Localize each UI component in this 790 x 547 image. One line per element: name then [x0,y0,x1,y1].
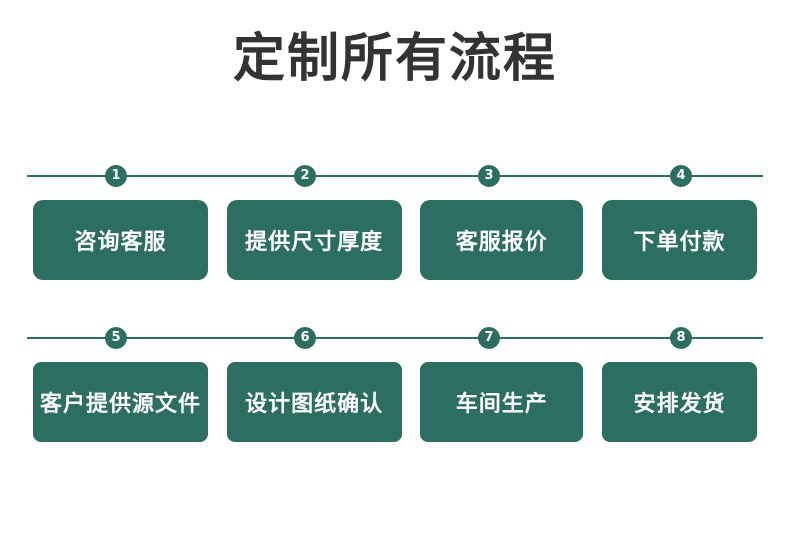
flow-step-card-4[interactable]: 下单付款 [601,200,757,280]
step-connector-row-2: 5 6 7 8 [27,322,763,354]
flow-step-card-5[interactable]: 客户提供源文件 [33,362,208,442]
step-number-badge-3: 3 [478,165,500,187]
flow-step-card-2[interactable]: 提供尺寸厚度 [226,200,402,280]
flow-step-card-7[interactable]: 车间生产 [420,362,584,442]
flow-card-group-1: 咨询客服 提供尺寸厚度 客服报价 下单付款 [0,200,790,280]
flow-step-card-8[interactable]: 安排发货 [601,362,757,442]
connector-line [27,337,763,339]
step-number-badge-6: 6 [294,327,316,349]
step-number-badge-2: 2 [294,165,316,187]
step-number-badge-4: 4 [670,165,692,187]
step-number-badge-8: 8 [670,327,692,349]
page-title: 定制所有流程 [232,29,557,89]
flow-step-card-3[interactable]: 客服报价 [420,200,584,280]
step-number-badge-7: 7 [478,327,500,349]
flow-card-group-2: 客户提供源文件 设计图纸确认 车间生产 安排发货 [0,362,790,442]
connector-line [27,175,763,177]
flow-step-card-6[interactable]: 设计图纸确认 [226,362,402,442]
flow-step-card-1[interactable]: 咨询客服 [33,200,208,280]
step-connector-row-1: 1 2 3 4 [27,160,763,192]
step-number-badge-5: 5 [105,327,127,349]
flow-row-2: 5 6 7 8 客户提供源文件 设计图纸确认 车间生产 安排发货 [0,322,790,442]
step-number-badge-1: 1 [105,165,127,187]
flow-row-1: 1 2 3 4 咨询客服 提供尺寸厚度 客服报价 下单付款 [0,160,790,280]
